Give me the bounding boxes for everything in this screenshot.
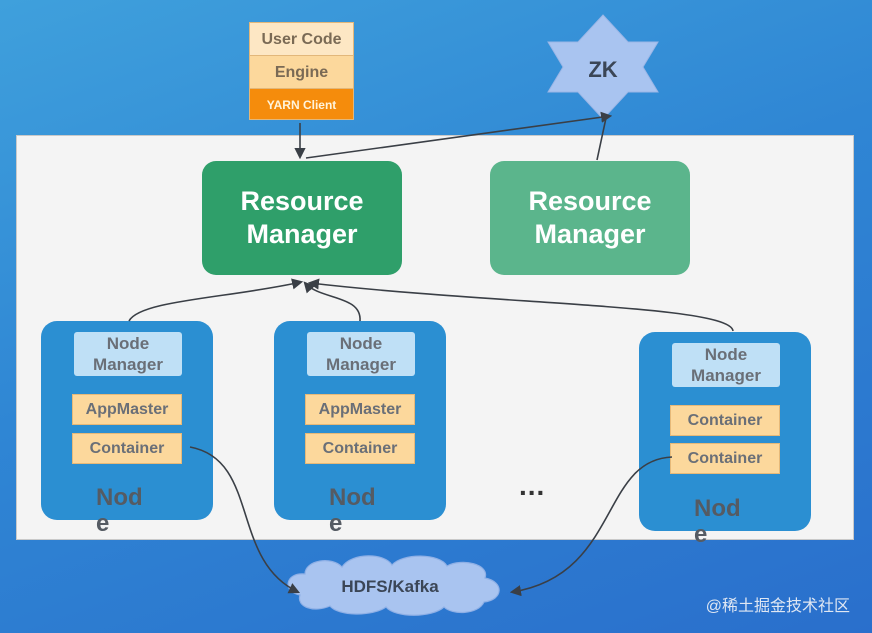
- node-2-label: Nod e: [329, 485, 376, 537]
- container-slot-3a[interactable]: Container: [670, 405, 780, 436]
- client-stack: User Code Engine YARN Client: [249, 22, 354, 120]
- more-nodes-ellipsis: ...: [519, 470, 546, 501]
- node-manager-2[interactable]: Node Manager: [307, 332, 415, 376]
- standby-rm-to-zk-line: [596, 117, 607, 161]
- resource-manager-active[interactable]: Resource Manager: [202, 161, 402, 275]
- nm-2-line1: Node: [339, 334, 383, 353]
- resource-manager-standby[interactable]: Resource Manager: [490, 161, 690, 275]
- node-manager-3[interactable]: Node Manager: [672, 343, 780, 387]
- container1-to-storage-arrow: [189, 446, 301, 594]
- node-2[interactable]: Node Manager AppMaster Container Nod e: [274, 321, 446, 537]
- node-1[interactable]: Node Manager AppMaster Container Nod e: [41, 321, 213, 537]
- appmaster-slot-2[interactable]: AppMaster: [305, 394, 415, 425]
- rm-standby-line2: Manager: [534, 219, 646, 249]
- container3-to-storage-arrow: [509, 456, 673, 597]
- zk-node[interactable]: ZK: [547, 14, 659, 120]
- node-1-label: Nod e: [96, 485, 143, 537]
- node-1-label-line2: e: [96, 510, 110, 537]
- zk-label: ZK: [588, 57, 617, 82]
- nm-2-line2: Manager: [326, 355, 396, 374]
- rm-standby-line1: Resource: [528, 186, 652, 216]
- hdfs-kafka-cloud[interactable]: HDFS/Kafka: [287, 555, 500, 616]
- container-slot-3b[interactable]: Container: [670, 443, 780, 474]
- nm-3-line1: Node: [704, 345, 748, 364]
- node-2-label-line2: e: [329, 510, 343, 537]
- nm-3-line2: Manager: [691, 366, 761, 385]
- watermark: @稀土掘金技术社区: [705, 598, 850, 615]
- nm-1-line2: Manager: [93, 355, 163, 374]
- node-3-label-line1: Nod: [694, 495, 741, 522]
- node-3-label: Nod e: [694, 496, 741, 548]
- yarn-client-box[interactable]: YARN Client: [249, 88, 354, 120]
- appmaster-slot-1[interactable]: AppMaster: [72, 394, 182, 425]
- rm-active-line1: Resource: [240, 186, 364, 216]
- nm-1-line1: Node: [106, 334, 150, 353]
- container-slot-1[interactable]: Container: [72, 433, 182, 464]
- node2-heartbeat-arrow: [303, 281, 361, 322]
- hdfs-kafka-label: HDFS/Kafka: [341, 577, 439, 596]
- node-2-label-line1: Nod: [329, 484, 376, 511]
- rm-active-line2: Manager: [246, 219, 358, 249]
- container-slot-2[interactable]: Container: [305, 433, 415, 464]
- node-3-label-line2: e: [694, 521, 708, 548]
- node1-heartbeat-arrow: [128, 278, 304, 322]
- node-3[interactable]: Node Manager Container Container Nod e: [639, 332, 811, 548]
- node-1-label-line1: Nod: [96, 484, 143, 511]
- node3-heartbeat-arrow: [307, 278, 734, 332]
- cloud-icon: [287, 555, 500, 616]
- engine-box[interactable]: Engine: [249, 55, 354, 88]
- node-manager-1[interactable]: Node Manager: [74, 332, 182, 376]
- rm-to-zk-arrow: [305, 111, 613, 159]
- user-code-box[interactable]: User Code: [249, 22, 354, 55]
